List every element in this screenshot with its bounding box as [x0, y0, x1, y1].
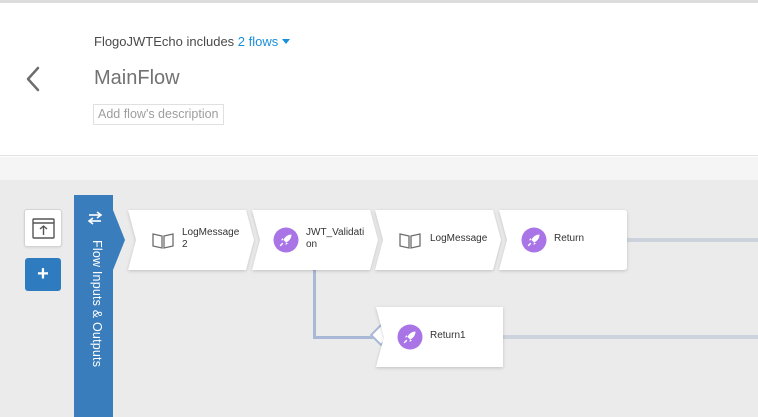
- branch-connector-horizontal: [313, 336, 379, 339]
- branch-connector-vertical: [313, 268, 316, 339]
- tile-label-line2: 2: [182, 239, 188, 250]
- app-breadcrumb: FlogoJWTEcho includes 2 flows: [94, 34, 291, 49]
- tile-label-line1: LogMessage: [182, 227, 240, 238]
- rocket-icon: [273, 227, 299, 253]
- rocket-icon: [521, 227, 547, 253]
- flow-io-arrow: [113, 210, 125, 270]
- tile-return1[interactable]: Return1: [376, 307, 503, 367]
- upload-window-icon: [32, 218, 55, 239]
- top-border: [0, 0, 758, 3]
- flows-dropdown[interactable]: 2 flows: [237, 34, 291, 49]
- tile-label-line1: LogMessage: [430, 233, 488, 244]
- caret-down-icon[interactable]: [282, 39, 291, 44]
- tile-label-line2: on: [306, 239, 318, 250]
- back-arrow-icon[interactable]: [22, 65, 46, 93]
- flow-description-field[interactable]: Add flow's description: [93, 104, 224, 125]
- add-trigger-button[interactable]: +: [25, 258, 61, 291]
- flow-io-label[interactable]: Flow Inputs & Outputs: [90, 240, 104, 368]
- flows-dropdown-label[interactable]: 2 flows: [237, 34, 279, 49]
- tile-label-line1: Return: [554, 233, 585, 244]
- app-name: FlogoJWTEcho includes: [94, 34, 235, 49]
- import-trigger-button[interactable]: [24, 209, 62, 247]
- flow-header: FlogoJWTEcho includes 2 flows MainFlow A…: [0, 3, 758, 156]
- branch-path-line: [502, 335, 758, 339]
- flow-io-bar[interactable]: [74, 195, 113, 417]
- tile-logmessage-2[interactable]: LogMessage 2: [128, 210, 254, 270]
- tile-label-line1: Return1: [430, 330, 466, 341]
- swap-arrows-icon: [87, 211, 103, 225]
- tile-return[interactable]: Return: [499, 210, 627, 270]
- canvas-top-band: [0, 157, 758, 180]
- log-book-icon: [399, 233, 421, 249]
- flow-title[interactable]: MainFlow: [94, 67, 180, 89]
- log-book-icon: [152, 233, 174, 249]
- tile-label-line1: JWT_Validati: [306, 227, 365, 238]
- main-path-line: [626, 238, 758, 242]
- rocket-icon: [397, 324, 423, 350]
- tile-jwt-validation[interactable]: JWT_Validati on: [252, 210, 378, 270]
- tile-logmessage[interactable]: LogMessage: [375, 210, 501, 270]
